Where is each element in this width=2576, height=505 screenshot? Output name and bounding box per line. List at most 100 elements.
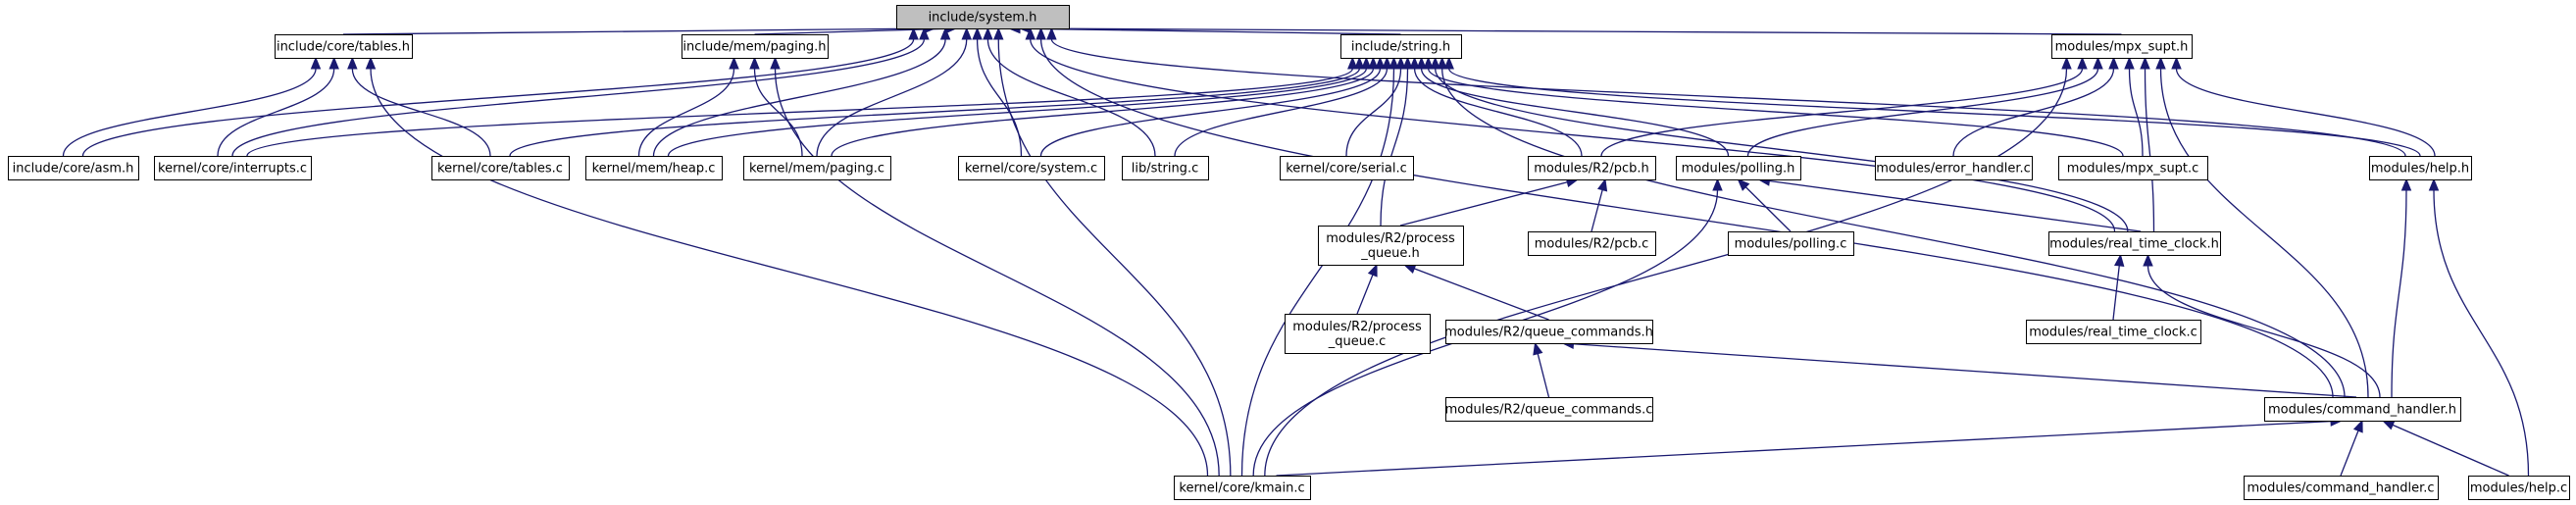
node-interrupts-c[interactable]: kernel/core/interrupts.c xyxy=(154,156,312,180)
node-box xyxy=(8,156,139,180)
edge-polling_h-includes-mpx_supt_h xyxy=(1746,56,2103,157)
node-label: modules/help.h xyxy=(2371,162,2469,177)
node-box xyxy=(1318,226,1464,266)
node-process-queue-h[interactable]: modules/R2/process_queue.h xyxy=(1318,226,1464,266)
node-box xyxy=(682,34,829,59)
edge-command_handler_h-includes-mpx_supt_h xyxy=(2155,56,2369,398)
edge-polling_h-includes-string_h xyxy=(1416,56,1730,157)
edge-heap_c-includes-paging_h xyxy=(637,56,739,157)
edge-command_handler_h-includes-real_time_clock_h xyxy=(2143,253,2381,398)
node-real-time-clock-c[interactable]: modules/real_time_clock.c xyxy=(2026,320,2201,344)
node-polling-h[interactable]: modules/polling.h xyxy=(1676,156,1801,180)
edge-kmain_c-includes-command_handler_h xyxy=(1276,416,2344,477)
node-box xyxy=(275,34,413,59)
node-pcb-c[interactable]: modules/R2/pcb.c xyxy=(1528,231,1656,256)
node-paging-h[interactable]: include/mem/paging.h xyxy=(682,34,829,59)
node-box xyxy=(1285,314,1431,354)
node-string-h[interactable]: include/string.h xyxy=(1340,34,1462,59)
edge-system_c-includes-system_h xyxy=(972,26,1023,157)
edge-tables_h-includes-system_h xyxy=(342,23,936,35)
node-label: include/mem/paging.h xyxy=(682,40,826,55)
node-label: _queue.h xyxy=(1360,246,1420,261)
node-tables-c[interactable]: kernel/core/tables.c xyxy=(431,156,570,180)
node-tables-h[interactable]: include/core/tables.h xyxy=(275,34,413,59)
edge-interrupts_c-includes-string_h xyxy=(246,56,1358,157)
node-box xyxy=(896,5,1070,29)
node-paging-c[interactable]: kernel/mem/paging.c xyxy=(743,156,891,180)
edge-pcb_h-includes-mpx_supt_h xyxy=(1600,56,2088,157)
node-label: modules/real_time_clock.c xyxy=(2029,326,2197,340)
node-label: kernel/core/interrupts.c xyxy=(158,162,307,177)
node-label: modules/R2/process xyxy=(1326,231,1455,246)
node-label: modules/mpx_supt.h xyxy=(2055,40,2189,55)
node-polling-c[interactable]: modules/polling.c xyxy=(1728,231,1854,256)
node-box xyxy=(1280,156,1414,180)
node-kmain-c[interactable]: kernel/core/kmain.c xyxy=(1174,476,1311,500)
node-mpx-supt-h[interactable]: modules/mpx_supt.h xyxy=(2051,34,2193,59)
edge-kmain_c-includes-system_h xyxy=(993,26,1232,477)
node-box xyxy=(154,156,312,180)
node-label: modules/polling.c xyxy=(1735,237,1847,252)
node-system-c[interactable]: kernel/core/system.c xyxy=(958,156,1105,180)
edge-asm_h-includes-system_h xyxy=(81,26,919,157)
node-box xyxy=(431,156,570,180)
node-box xyxy=(2468,476,2570,500)
dependency-edges xyxy=(62,23,2530,477)
edge-tables_c-includes-string_h xyxy=(509,56,1365,157)
node-system-h[interactable]: include/system.h xyxy=(896,5,1070,29)
edge-kmain_c-includes-string_h xyxy=(1240,56,1399,477)
edge-queue_commands_c-includes-queue_commands_h xyxy=(1533,341,1550,398)
node-box xyxy=(743,156,891,180)
node-label: kernel/mem/heap.c xyxy=(592,162,716,177)
edge-interrupts_c-includes-tables_h xyxy=(217,56,339,157)
node-help-h[interactable]: modules/help.h xyxy=(2369,156,2472,180)
node-label: include/core/tables.h xyxy=(277,40,410,55)
edge-process_queue_h-includes-string_h xyxy=(1380,56,1413,227)
node-label: modules/R2/queue_commands.c xyxy=(1445,403,1653,418)
node-label: modules/R2/pcb.c xyxy=(1535,237,1649,252)
node-label: include/core/asm.h xyxy=(13,162,134,177)
node-label: modules/help.c xyxy=(2470,481,2567,496)
node-queue-commands-c[interactable]: modules/R2/queue_commands.c xyxy=(1445,397,1653,422)
node-label: include/string.h xyxy=(1351,40,1450,55)
edge-paging_c-includes-paging_h xyxy=(749,56,803,157)
node-help-c[interactable]: modules/help.c xyxy=(2468,476,2570,500)
node-label: modules/command_handler.h xyxy=(2268,403,2456,418)
node-error-handler-c[interactable]: modules/error_handler.c xyxy=(1875,156,2033,180)
edge-command_handler_h-includes-string_h xyxy=(1437,56,2346,398)
edge-queue_commands_h-includes-process_queue_h xyxy=(1402,264,1549,321)
node-process-queue-c[interactable]: modules/R2/process_queue.c xyxy=(1285,314,1431,354)
node-command-handler-c[interactable]: modules/command_handler.c xyxy=(2244,476,2439,500)
node-command-handler-h[interactable]: modules/command_handler.h xyxy=(2264,397,2461,422)
edge-kmain_c-includes-paging_h xyxy=(770,56,1220,477)
edge-help_h-includes-mpx_supt_h xyxy=(2171,56,2436,157)
node-box xyxy=(2058,156,2208,180)
node-queue-commands-h[interactable]: modules/R2/queue_commands.h xyxy=(1444,320,1653,344)
node-box xyxy=(1728,231,1854,256)
node-label: modules/polling.h xyxy=(1682,162,1795,177)
node-real-time-clock-h[interactable]: modules/real_time_clock.h xyxy=(2048,231,2221,256)
node-label: kernel/mem/paging.c xyxy=(749,162,884,177)
edge-lib_string_c-includes-system_h xyxy=(983,26,1156,157)
edge-help_h-includes-string_h xyxy=(1443,56,2421,157)
node-box xyxy=(1122,156,1209,180)
edge-mpx_supt_c-includes-string_h xyxy=(1423,56,2124,157)
node-asm-h[interactable]: include/core/asm.h xyxy=(8,156,139,180)
node-label: modules/R2/queue_commands.h xyxy=(1444,326,1653,340)
node-box xyxy=(2264,397,2461,422)
node-pcb-h[interactable]: modules/R2/pcb.h xyxy=(1528,156,1656,180)
edge-process_queue_h-includes-pcb_h xyxy=(1399,177,1580,227)
node-label: modules/R2/process xyxy=(1292,320,1422,334)
edge-real_time_clock_h-includes-system_h xyxy=(1025,26,2116,232)
node-label: kernel/core/serial.c xyxy=(1286,162,1407,177)
node-label: _queue.c xyxy=(1328,334,1387,349)
edge-lib_string_c-includes-string_h xyxy=(1174,56,1392,157)
edge-mpx_supt_c-includes-mpx_supt_h xyxy=(2124,56,2144,157)
edge-interrupts_c-includes-system_h xyxy=(231,26,930,157)
node-serial-c[interactable]: kernel/core/serial.c xyxy=(1280,156,1414,180)
node-box xyxy=(1445,397,1653,422)
node-box xyxy=(2051,34,2193,59)
node-heap-c[interactable]: kernel/mem/heap.c xyxy=(585,156,723,180)
node-lib-string-c[interactable]: lib/string.c xyxy=(1122,156,1209,180)
node-mpx-supt-c[interactable]: modules/mpx_supt.c xyxy=(2058,156,2208,180)
